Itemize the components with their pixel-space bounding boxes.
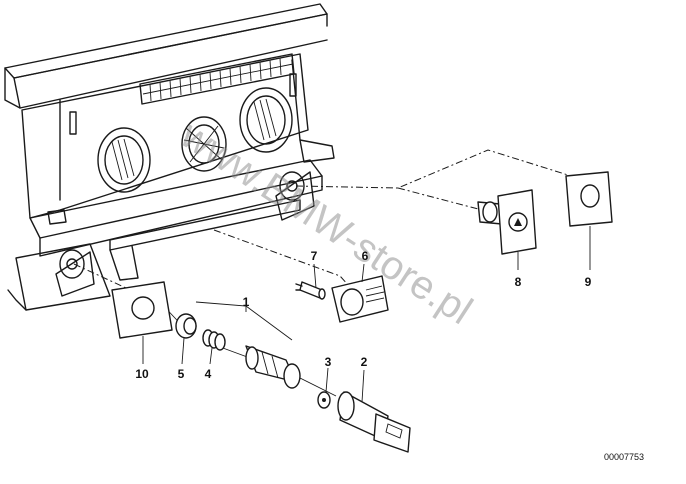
callout-7: 7 bbox=[311, 249, 318, 263]
part-10-bezel bbox=[111, 281, 173, 339]
callout-9: 9 bbox=[585, 275, 592, 289]
part-1-socket bbox=[245, 345, 301, 389]
callout-labels: 1 2 3 4 5 6 7 8 9 10 bbox=[135, 249, 591, 381]
callout-6: 6 bbox=[362, 249, 369, 263]
part-9-cover bbox=[565, 171, 613, 227]
callout-8: 8 bbox=[515, 275, 522, 289]
part-4-spring bbox=[202, 329, 226, 351]
leader-lines bbox=[142, 226, 591, 403]
part-5-ring bbox=[175, 313, 197, 339]
part-2-lighter bbox=[337, 391, 411, 453]
callout-5: 5 bbox=[178, 367, 185, 381]
callout-4: 4 bbox=[205, 367, 212, 381]
callout-1: 1 bbox=[243, 295, 250, 309]
part-6-switch bbox=[331, 275, 389, 323]
part-8-switch bbox=[477, 189, 537, 255]
dashboard-console bbox=[4, 3, 335, 311]
part-7-bulb bbox=[295, 281, 326, 300]
part-3-nut bbox=[317, 391, 331, 409]
reference-number: 00007753 bbox=[604, 452, 644, 462]
callout-10: 10 bbox=[135, 367, 149, 381]
callout-2: 2 bbox=[361, 355, 368, 369]
callout-3: 3 bbox=[325, 355, 332, 369]
